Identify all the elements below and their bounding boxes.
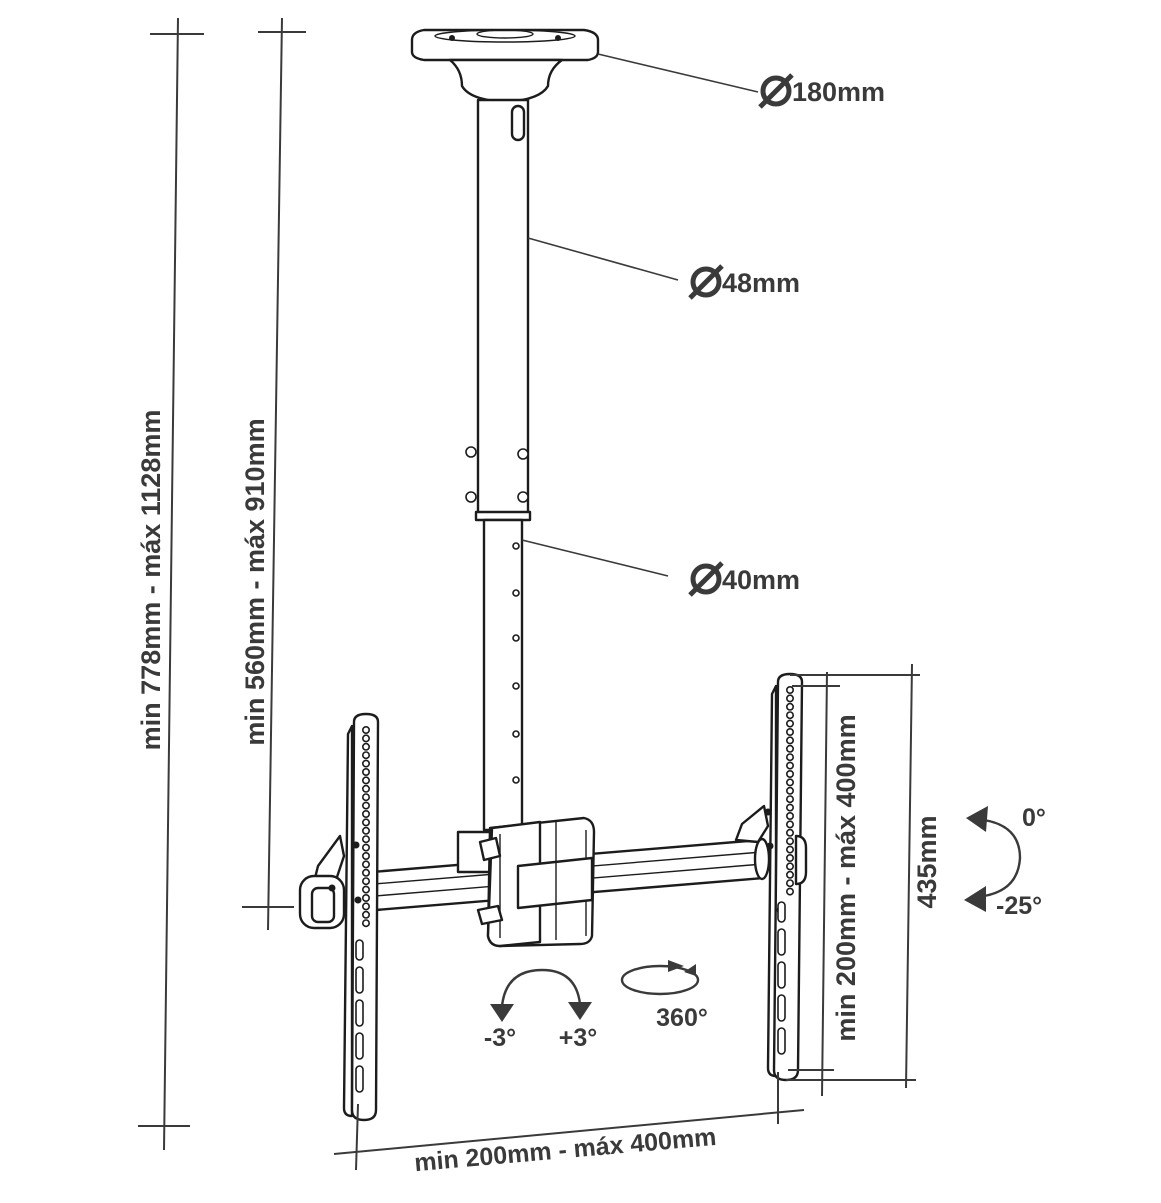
mounting-hole [785,694,794,703]
mounting-hole [785,702,794,711]
total-height-label: min 778mm - máx 1128mm [136,410,166,751]
tube-length-dimension [242,17,306,931]
diameter-icon [688,561,724,597]
swivel-right-label: +3° [559,1024,598,1052]
mounting-hole [361,793,370,802]
diameter-icon [688,264,724,300]
left-bracket-holes [361,725,370,928]
mounting-hole [361,902,370,911]
upper-tube [465,98,532,522]
swivel-left-label: -3° [484,1024,516,1052]
tube-length-label: min 560mm - máx 910mm [240,418,270,745]
mounting-hole [361,767,370,776]
mounting-hole [361,860,370,869]
mounting-hole [361,835,370,844]
diameter-icon [758,73,794,109]
mounting-hole [785,761,794,770]
curved-double-arrow-icon [964,806,1022,912]
mounting-hole [785,828,794,837]
tilt-bottom-label: -25° [996,892,1042,920]
mounting-hole [361,734,370,743]
mounting-hole [785,862,794,871]
mounting-hole [785,719,794,728]
mounting-hole [361,919,370,928]
vesa-horizontal-label: min 200mm - máx 400mm [413,1123,717,1177]
upper-tube-diameter: 48mm [688,264,800,300]
mounting-hole [785,711,794,720]
ceiling-plate [410,28,600,104]
lower-tube-leader [521,539,669,577]
mounting-hole [361,843,370,852]
right-bracket-holes [785,685,794,896]
curved-double-arrow-icon [490,968,592,1022]
upper-tube-leader [527,237,679,281]
swivel-arrow: -3° +3° [484,968,598,1052]
mounting-hole [785,853,794,862]
total-height-dimension [138,17,204,1151]
mounting-hole [785,845,794,854]
mounting-hole [361,851,370,860]
mounting-hole [785,879,794,888]
mounting-hole [361,801,370,810]
mounting-hole [361,725,370,734]
mounting-hole [361,784,370,793]
bracket-height-label: 435mm [912,815,942,908]
mounting-hole [361,776,370,785]
mounting-hole [785,820,794,829]
rotation-arrow: 360° [620,960,708,1032]
left-bracket-slots [355,939,364,1093]
mounting-hole [361,759,370,768]
mounting-hole [361,751,370,760]
mounting-hole [785,685,794,694]
mounting-hole [785,744,794,753]
mounting-hole [361,809,370,818]
ceiling-plate-leader [597,53,759,93]
vesa-vertical-label: min 200mm - máx 400mm [831,714,861,1041]
mounting-hole [785,887,794,896]
circular-arrow-icon [620,960,700,996]
mounting-hole [361,910,370,919]
mounting-hole [361,818,370,827]
right-bracket-slots [777,901,786,1055]
tilt-top-label: 0° [1022,804,1046,832]
mounting-hole [361,742,370,751]
mounting-hole [785,769,794,778]
bracket-height-dimension [786,663,920,1089]
lower-tube [482,518,524,832]
mounting-hole [361,826,370,835]
tilt-arrow: 0° -25° [964,804,1046,920]
mounting-hole [785,786,794,795]
vesa-horizontal-dimension [333,1072,805,1171]
mounting-hole [361,868,370,877]
mounting-hole [785,811,794,820]
mounting-hole [785,795,794,804]
mounting-hole [361,885,370,894]
upper-tube-diameter-label: 48mm [722,268,800,298]
ceiling-plate-diameter-label: 180mm [792,77,885,107]
ceiling-plate-diameter: 180mm [758,73,885,109]
mounting-hole [361,893,370,902]
lower-tube-diameter: 40mm [688,561,800,597]
mounting-hole [785,736,794,745]
rotation-label: 360° [656,1004,708,1032]
mounting-hole [785,778,794,787]
mounting-hole [785,870,794,879]
lower-tube-diameter-label: 40mm [722,565,800,595]
center-bracket [456,816,596,948]
vesa-vertical-dimension [788,671,840,1097]
mounting-hole [785,803,794,812]
mounting-hole [785,837,794,846]
mounting-hole [785,727,794,736]
mounting-hole [361,877,370,886]
mounting-hole [785,753,794,762]
